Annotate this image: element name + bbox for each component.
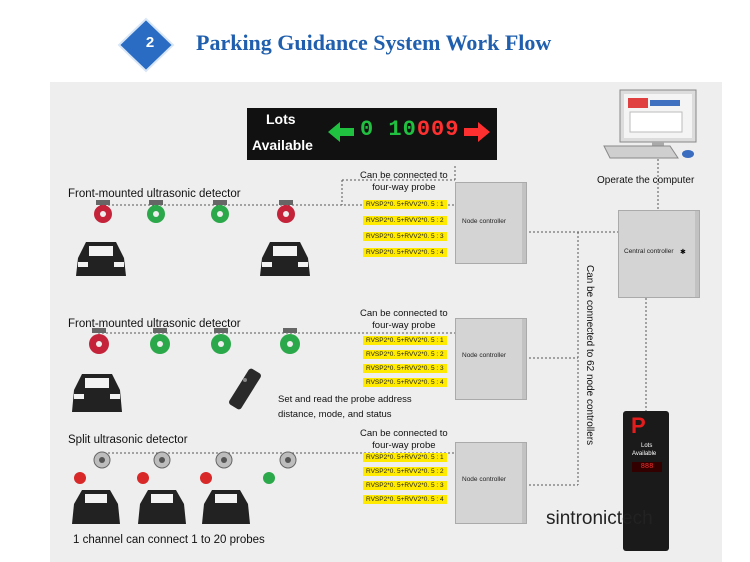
section2-probe-list: RVSP2*0. 5+RVV2*0. 5 : 1 RVSP2*0. 5+RVV2…	[363, 336, 447, 387]
probe-cable: RVSP2*0. 5+RVV2*0. 5 : 1	[363, 336, 447, 345]
section1-probe-list: RVSP2*0. 5+RVV2*0. 5 : 1 RVSP2*0. 5+RVV2…	[363, 200, 447, 257]
detector-icon	[211, 200, 229, 223]
node-capacity-note: Can be connected to 62 node controllers	[584, 265, 595, 446]
remote-note: Set and read the probe address distance,…	[278, 394, 412, 420]
keyboard	[603, 145, 679, 159]
central-indicator-icon: ✱	[680, 249, 686, 256]
probe-cable: RVSP2*0. 5+RVV2*0. 5 : 2	[363, 350, 447, 359]
remote-control-icon	[229, 368, 261, 410]
screen-block-red	[628, 98, 648, 108]
probe-cable: RVSP2*0. 5+RVV2*0. 5 : 4	[363, 248, 447, 257]
section1-label: Front-mounted ultrasonic detector	[68, 188, 241, 200]
step-badge	[117, 17, 175, 73]
sign-available-label: Available	[632, 451, 657, 457]
step-number: 2	[145, 34, 155, 51]
page-title: Parking Guidance System Work Flow	[196, 30, 552, 55]
mouse	[682, 150, 694, 158]
node-controller-cabinet	[455, 442, 527, 524]
probe-cable: RVSP2*0. 5+RVV2*0. 5 : 4	[363, 495, 447, 504]
board-available-label: Available	[252, 137, 313, 153]
node-controller-label: Node controller	[462, 218, 507, 225]
section3-note: Can be connected to four-way probe	[360, 428, 448, 451]
node-controller-cabinet	[455, 182, 527, 264]
probe-cable: RVSP2*0. 5+RVV2*0. 5 : 3	[363, 481, 447, 490]
probe-cable: RVSP2*0. 5+RVV2*0. 5 : 3	[363, 232, 447, 241]
probe-cable: RVSP2*0. 5+RVV2*0. 5 : 2	[363, 467, 447, 476]
detector-icon	[147, 200, 165, 223]
probe-cable: RVSP2*0. 5+RVV2*0. 5 : 4	[363, 378, 447, 387]
car-icon	[76, 242, 126, 276]
detector-icon	[211, 328, 231, 354]
monitor-stand	[652, 142, 664, 148]
detector-icon	[263, 451, 297, 484]
detector-icon	[94, 200, 112, 223]
board-digits: 0 10009	[360, 117, 459, 142]
section3-detectors	[72, 451, 297, 524]
board-digits-green: 0 10	[360, 117, 417, 142]
lots-available-board	[247, 108, 497, 160]
watermark-text: sintronictech	[546, 508, 653, 529]
detector-icon	[277, 200, 295, 223]
detector-icon	[74, 451, 111, 484]
section3-label: Split ultrasonic detector	[68, 434, 188, 446]
sign-letter: P	[631, 413, 646, 438]
central-controller-cabinet	[618, 210, 700, 298]
section1-note: Can be connected to four-way probe	[360, 170, 448, 193]
left-arrow-icon	[328, 122, 354, 142]
sign-lots-label: Lots	[641, 443, 653, 449]
computer-icon	[603, 89, 697, 159]
detector-icon	[89, 328, 109, 354]
detector-icon	[137, 451, 171, 484]
step-badge-diamond	[117, 17, 175, 73]
car-icon	[260, 242, 310, 276]
section2-note: Can be connected to four-way probe	[360, 308, 448, 331]
car-icon	[72, 374, 122, 412]
detector-icon	[200, 451, 233, 484]
computer-label: Operate the computer	[597, 175, 695, 186]
section2-label: Front-mounted ultrasonic detector	[68, 318, 241, 330]
car-icon	[202, 490, 250, 524]
sign-digits: 888	[632, 462, 662, 472]
node-controller-label: Node controller	[462, 352, 507, 359]
screen-map	[629, 111, 683, 133]
board-digits-red: 009	[416, 117, 460, 142]
central-controller-label: Central controller	[624, 248, 674, 255]
car-icon	[138, 490, 186, 524]
parking-sign	[623, 411, 669, 551]
section1-detectors	[76, 200, 310, 276]
detector-icon	[150, 328, 170, 354]
probe-cable: RVSP2*0. 5+RVV2*0. 5 : 3	[363, 364, 447, 373]
screen-block-blue	[650, 100, 680, 106]
detector-icon	[280, 328, 300, 354]
probe-cable: RVSP2*0. 5+RVV2*0. 5 : 1	[363, 200, 447, 209]
section2-detectors	[72, 328, 300, 412]
channel-capacity-note: 1 channel can connect 1 to 20 probes	[73, 534, 265, 546]
section3-probe-list: RVSP2*0. 5+RVV2*0. 5 : 1 RVSP2*0. 5+RVV2…	[363, 453, 447, 504]
right-arrow-icon	[464, 122, 490, 142]
car-icon	[72, 490, 120, 524]
node-controller-cabinet	[455, 318, 527, 400]
node-controller-label: Node controller	[462, 476, 507, 483]
probe-cable: RVSP2*0. 5+RVV2*0. 5 : 1	[363, 453, 447, 462]
probe-cable: RVSP2*0. 5+RVV2*0. 5 : 2	[363, 216, 447, 225]
board-lots-label: Lots	[266, 111, 296, 127]
